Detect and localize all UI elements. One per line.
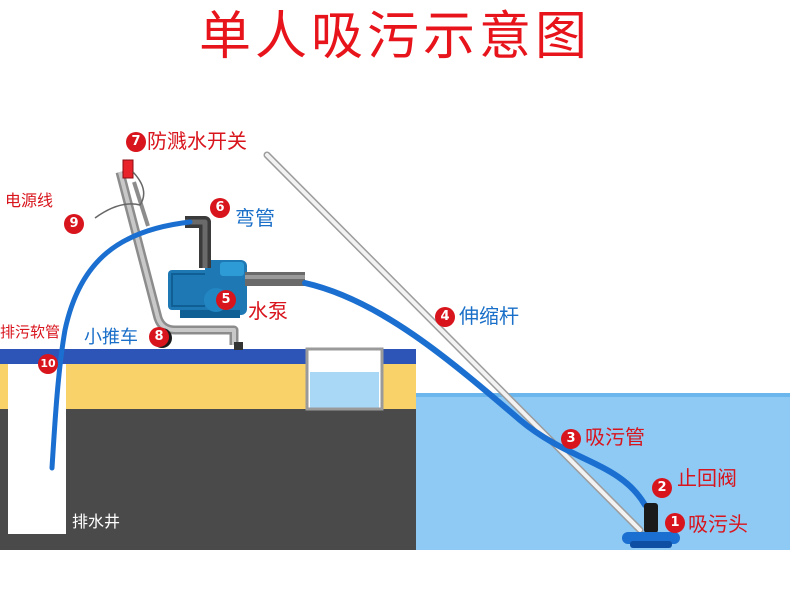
cart-foot [234,342,243,350]
pool-water-surface [416,393,790,397]
label-suction-hose: 吸污管 [585,425,645,449]
suction-head-brush [630,541,672,548]
pump-strainer-lid [220,262,244,276]
label-cart: 小推车 [84,327,138,348]
elbow-pipe [185,216,211,268]
label-power-cord: 电源线 [5,191,54,210]
check-valve-icon [644,503,658,533]
suction-hose [302,280,648,508]
label-discharge-hose: 排污软管 [0,323,61,341]
label-telescopic-pole: 伸缩杆 [459,304,519,328]
outlet-pipe-highlight [245,275,305,279]
badge-telescopic-pole: 4 [435,307,455,327]
pump-base [180,310,240,318]
ground-dark [0,407,416,550]
badge-cart: 8 [149,327,169,347]
pool-water [416,395,790,550]
discharge-hose [49,219,193,471]
badge-check-valve: 2 [652,478,672,498]
splash-switch-icon [122,159,134,179]
badge-splash-switch: 7 [126,132,146,152]
page-title: 单人吸污示意图 [198,7,591,67]
badge-power-cord: 9 [64,214,84,234]
badge-discharge-hose: 10 [38,354,58,374]
badge-elbow: 6 [210,198,230,218]
badge-pump: 5 [216,290,236,310]
label-suction-head: 吸污头 [688,512,748,536]
label-check-valve: 止回阀 [677,466,737,490]
badge-suction-head: 1 [665,513,685,533]
label-splash-switch: 防溅水开关 [147,129,247,153]
badge-suction-hose: 3 [561,429,581,449]
label-drain-well: 排水井 [72,512,121,531]
telescopic-pole [265,153,642,532]
pump-motor-body [168,270,212,310]
basin-water [310,372,379,408]
basin-wall [305,347,384,411]
label-pump: 水泵 [248,299,288,323]
power-cord [94,171,145,219]
label-elbow: 弯管 [235,206,275,230]
cart-handle-highlight [118,171,236,345]
